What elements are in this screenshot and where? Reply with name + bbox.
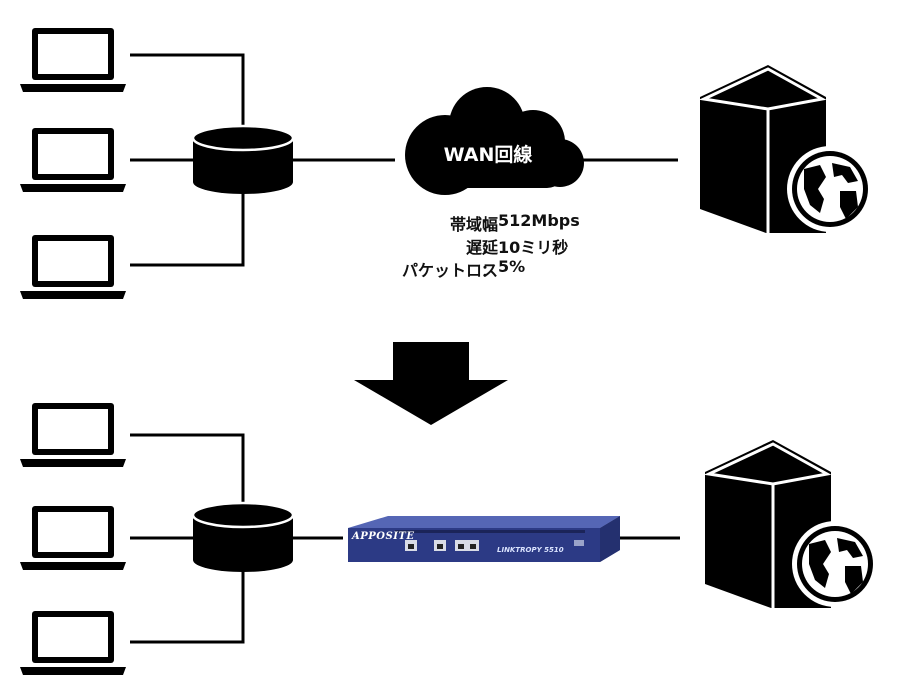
wan-emulator-device bbox=[348, 516, 620, 562]
laptop-icon bbox=[20, 128, 126, 192]
spec-value-bandwidth: 512Mbps bbox=[498, 211, 580, 230]
hub-icon bbox=[191, 124, 295, 194]
spec-value-latency: 10ミリ秒 bbox=[498, 238, 569, 257]
hub-icon bbox=[191, 501, 295, 572]
spec-value-packet-loss: 5% bbox=[498, 257, 526, 276]
server-globe-icon bbox=[703, 440, 878, 608]
spec-key-bandwidth: 帯域幅 bbox=[449, 215, 498, 234]
down-arrow-icon bbox=[354, 342, 508, 425]
ethernet-port-icon bbox=[405, 540, 417, 551]
bottom-connections bbox=[130, 433, 680, 644]
laptop-icon bbox=[20, 235, 126, 299]
ethernet-port-icon bbox=[455, 540, 467, 551]
spec-key-packet-loss: パケットロス bbox=[401, 261, 498, 280]
top-connections bbox=[130, 53, 678, 267]
laptop-icon bbox=[20, 611, 126, 675]
laptop-icon bbox=[20, 28, 126, 92]
device-model-label: LINKTROPY 5510 bbox=[497, 546, 564, 554]
spec-separator: ： bbox=[481, 238, 498, 257]
spec-key-latency: 遅延 bbox=[465, 238, 498, 257]
device-brand-logo: APPOSITE bbox=[352, 531, 415, 542]
ethernet-port-icon bbox=[467, 540, 479, 551]
laptop-icon bbox=[20, 506, 126, 570]
ethernet-port-icon bbox=[434, 540, 446, 551]
spec-separator: ： bbox=[481, 261, 498, 280]
cloud-label: WAN回線 bbox=[443, 144, 533, 166]
laptop-icon bbox=[20, 403, 126, 467]
spec-separator: ： bbox=[481, 215, 498, 234]
server-globe-icon bbox=[698, 65, 873, 233]
cloud-icon bbox=[405, 87, 584, 195]
vent-grille bbox=[395, 530, 585, 533]
